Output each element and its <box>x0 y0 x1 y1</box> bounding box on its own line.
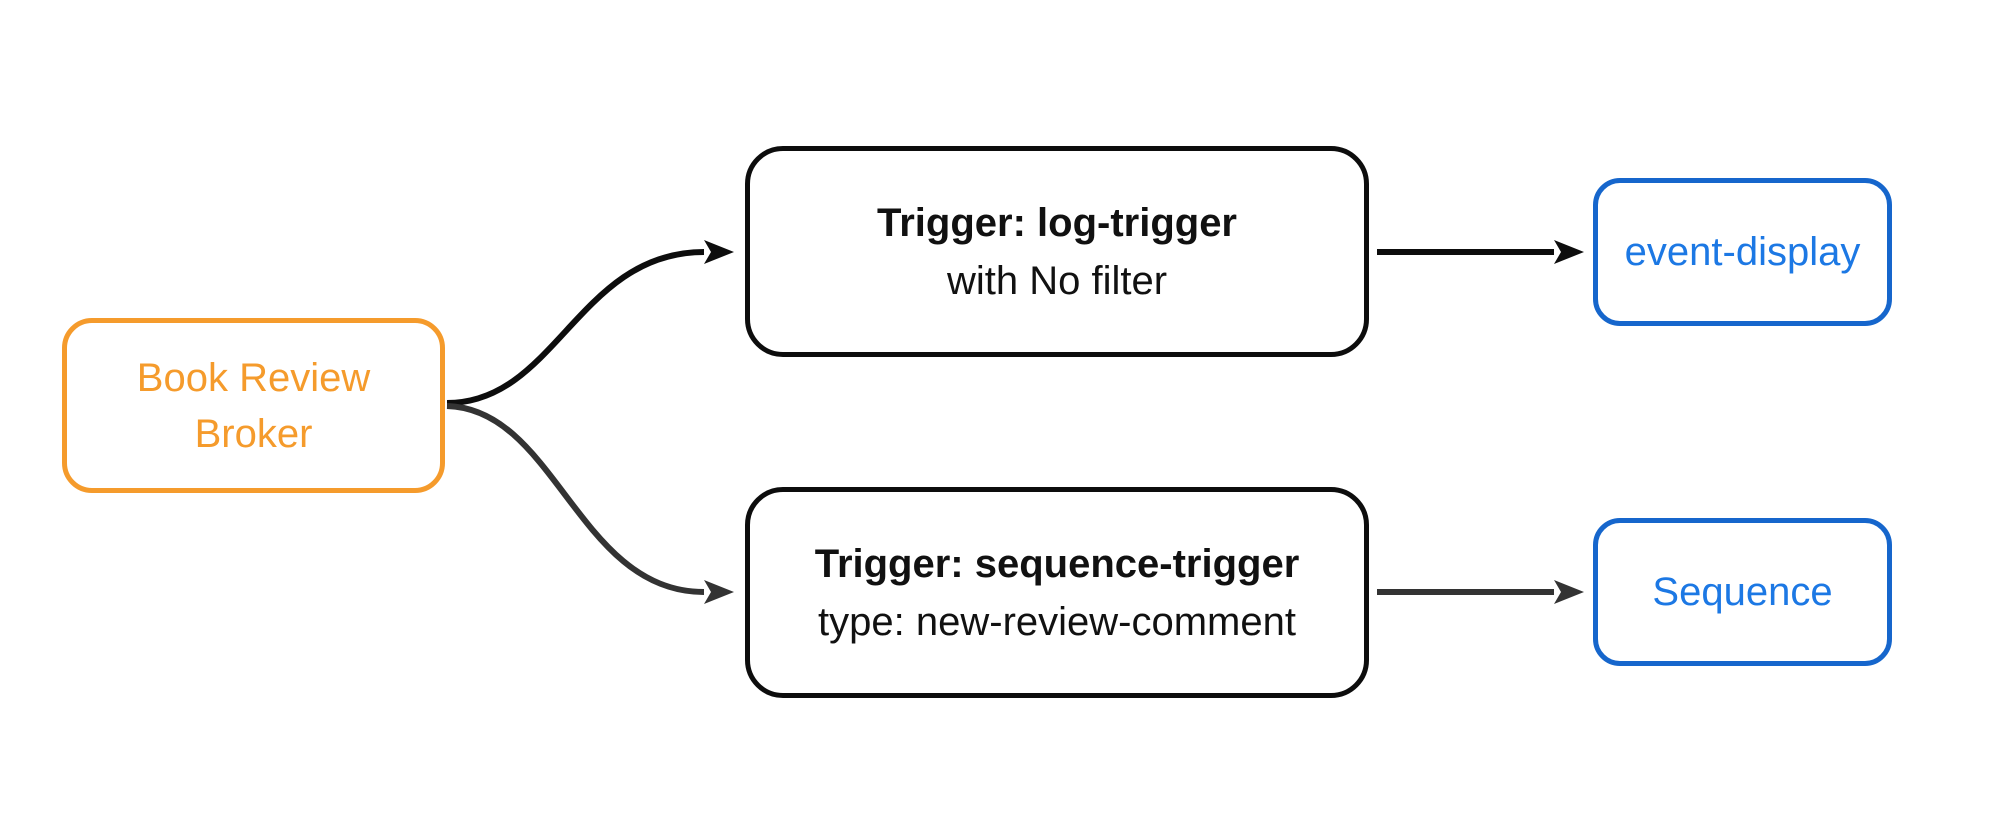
edge-broker-to-sequence-trigger <box>446 403 734 604</box>
node-sequence: Sequence <box>1593 518 1892 666</box>
node-log-trigger: Trigger: log-trigger with No filter <box>745 146 1369 357</box>
sequence-trigger-subtitle: type: new-review-comment <box>818 599 1296 644</box>
edge-broker-to-log-trigger <box>446 240 734 406</box>
broker-label-line2: Broker <box>194 411 313 456</box>
broker-label-line1: Book Review <box>136 355 371 400</box>
log-trigger-subtitle: with No filter <box>946 258 1168 303</box>
sequence-trigger-title: Trigger: sequence-trigger <box>814 541 1300 586</box>
node-sequence-trigger: Trigger: sequence-trigger type: new-revi… <box>745 487 1369 698</box>
log-trigger-title: Trigger: log-trigger <box>877 200 1237 245</box>
node-book-review-broker: Book Review Broker <box>62 318 445 493</box>
node-event-display: event-display <box>1593 178 1892 326</box>
event-display-label: event-display <box>1624 230 1861 274</box>
sequence-label: Sequence <box>1652 570 1833 614</box>
